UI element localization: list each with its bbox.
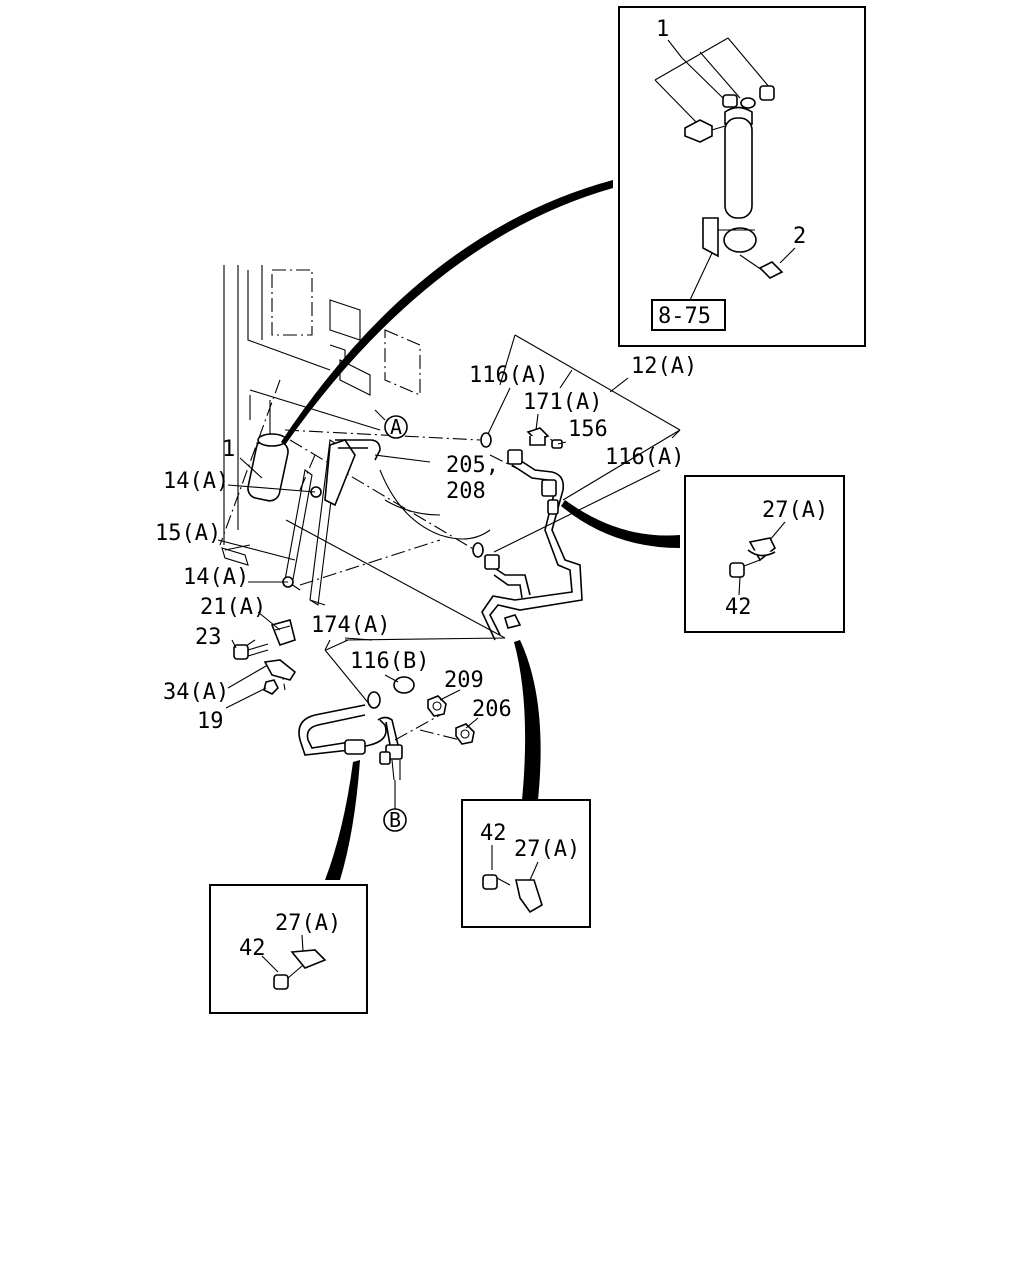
pipe-205-208	[335, 439, 381, 461]
callout-labels: 1 14(A) 15(A) 14(A) 21(A) 23 34(A) 19 11…	[155, 354, 697, 734]
label-receiver-drier: 1	[222, 437, 235, 462]
label-screw-156: 156	[568, 417, 608, 442]
label-clip-upper: 14(A)	[163, 469, 229, 494]
inset-label-bolt-2: 2	[793, 224, 806, 249]
label-nut-19: 19	[197, 709, 224, 734]
connector-a: A	[374, 409, 408, 439]
inset-left-clip-label: 27(A)	[275, 911, 341, 936]
nut-209	[427, 695, 447, 717]
receiver-drier	[221, 433, 289, 566]
screw-156	[551, 439, 563, 449]
bolt-23	[233, 643, 269, 660]
bracket	[282, 439, 356, 606]
label-pipe-205: 205,	[446, 453, 499, 478]
inset-center-bolt-label: 42	[480, 821, 507, 846]
clip-34	[263, 659, 297, 681]
hose-assembly	[481, 449, 583, 641]
label-pipe-174: 174(A)	[311, 613, 390, 638]
inset-clip-left: 27(A) 42	[209, 884, 368, 1014]
detail-arcs	[281, 180, 680, 880]
label-nut-209: 209	[444, 668, 484, 693]
label-plate: 21(A)	[200, 595, 266, 620]
label-hose-assembly: 12(A)	[631, 354, 697, 379]
fitting-171	[526, 427, 550, 446]
orings	[367, 432, 492, 709]
inset-receiver-detail: 1 2 8-75	[618, 6, 866, 347]
label-oring-upper: 116(A)	[469, 363, 548, 388]
connector-a-label: A	[390, 415, 402, 439]
label-clip-34: 34(A)	[163, 680, 229, 705]
leader-lines	[217, 334, 681, 729]
pipe-174	[298, 704, 403, 781]
plate-21	[270, 619, 296, 646]
connector-b-label: B	[389, 808, 401, 832]
label-nut-206: 206	[472, 697, 512, 722]
inset-center-clip-label: 27(A)	[514, 837, 580, 862]
label-pipe-208: 208	[446, 479, 486, 504]
inset-clip-center: 42 27(A)	[461, 799, 591, 928]
inset-label-part-1: 1	[656, 17, 669, 42]
connector-b: B	[383, 780, 407, 832]
label-oring-mid: 116(A)	[605, 445, 684, 470]
label-bolt-23: 23	[195, 625, 222, 650]
inset-clip-right: 27(A) 42	[684, 475, 845, 633]
label-clip-lower: 14(A)	[183, 565, 249, 590]
inset-left-bolt-label: 42	[239, 936, 266, 961]
label-fitting-171: 171(A)	[523, 390, 602, 415]
inset-right-clip-label: 27(A)	[762, 498, 828, 523]
label-oring-b: 116(B)	[350, 649, 429, 674]
label-bracket: 15(A)	[155, 521, 221, 546]
nut-19	[263, 679, 279, 695]
inset-ref-box-label: 8-75	[658, 304, 711, 329]
nut-206	[455, 723, 475, 745]
inset-right-bolt-label: 42	[725, 595, 752, 620]
